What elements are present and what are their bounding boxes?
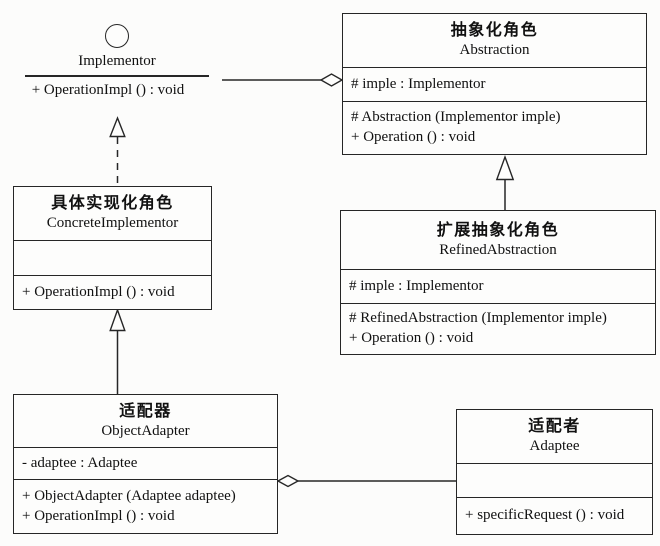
class-title-en: ObjectAdapter (101, 422, 190, 439)
class-title: 扩展抽象化角色 RefinedAbstraction (341, 211, 655, 269)
class-methods: + ObjectAdapter (Adaptee adaptee) + Oper… (14, 479, 277, 533)
attribute: # imple : Implementor (349, 277, 484, 294)
method: # Abstraction (Implementor imple) (351, 109, 561, 126)
attribute: # imple : Implementor (351, 75, 486, 92)
inheritance-arrow-icon (109, 307, 126, 332)
class-attributes: # imple : Implementor (343, 67, 646, 101)
method: + ObjectAdapter (Adaptee adaptee) (22, 487, 236, 504)
class-object-adapter: 适配器 ObjectAdapter - adaptee : Adaptee + … (13, 394, 278, 534)
class-methods: + OperationImpl () : void (14, 275, 211, 309)
class-title-cn: 扩展抽象化角色 (436, 221, 560, 239)
aggregation-diamond-icon (276, 474, 300, 488)
class-attributes-empty (14, 240, 211, 275)
attribute: - adaptee : Adaptee (22, 454, 138, 471)
class-attributes-empty (457, 463, 652, 497)
class-title: 抽象化角色 Abstraction (343, 14, 646, 67)
class-title: 适配者 Adaptee (457, 410, 652, 463)
interface-name: Implementor (78, 53, 156, 69)
class-title-cn: 具体实现化角色 (51, 195, 174, 213)
class-methods: + specificRequest () : void (457, 497, 652, 534)
class-abstraction: 抽象化角色 Abstraction # imple : Implementor … (342, 13, 647, 155)
class-title-cn: 抽象化角色 (450, 22, 539, 40)
method: # RefinedAbstraction (Implementor imple) (349, 310, 607, 327)
class-methods: # Abstraction (Implementor imple) + Oper… (343, 101, 646, 154)
class-methods: # RefinedAbstraction (Implementor imple)… (341, 303, 655, 354)
class-attributes: # imple : Implementor (341, 269, 655, 303)
interface-operation: + OperationImpl () : void (31, 82, 185, 98)
class-title-en: Abstraction (459, 42, 530, 59)
class-title-en: RefinedAbstraction (439, 241, 557, 258)
class-refined-abstraction: 扩展抽象化角色 RefinedAbstraction # imple : Imp… (340, 210, 656, 355)
method: + OperationImpl () : void (22, 283, 175, 300)
method: + Operation () : void (351, 129, 476, 145)
class-title-cn: 适配器 (119, 402, 172, 420)
class-attributes: - adaptee : Adaptee (14, 447, 277, 479)
interface-lollipop-icon (105, 24, 129, 48)
class-title: 具体实现化角色 ConcreteImplementor (14, 187, 211, 240)
method: + OperationImpl () : void (22, 507, 175, 524)
class-title: 适配器 ObjectAdapter (14, 395, 277, 447)
class-title-en: Adaptee (529, 438, 580, 455)
method: + specificRequest () : void (465, 507, 625, 524)
aggregation-diamond-icon (319, 73, 344, 87)
inheritance-arrow-icon (495, 154, 515, 181)
class-title-en: ConcreteImplementor (46, 215, 179, 232)
method: + Operation () : void (349, 330, 474, 346)
realization-arrow-icon (109, 116, 126, 138)
interface-underline (25, 75, 209, 77)
class-concrete-implementor: 具体实现化角色 ConcreteImplementor + OperationI… (13, 186, 212, 310)
class-title-cn: 适配者 (528, 418, 581, 436)
class-adaptee: 适配者 Adaptee + specificRequest () : void (456, 409, 653, 535)
